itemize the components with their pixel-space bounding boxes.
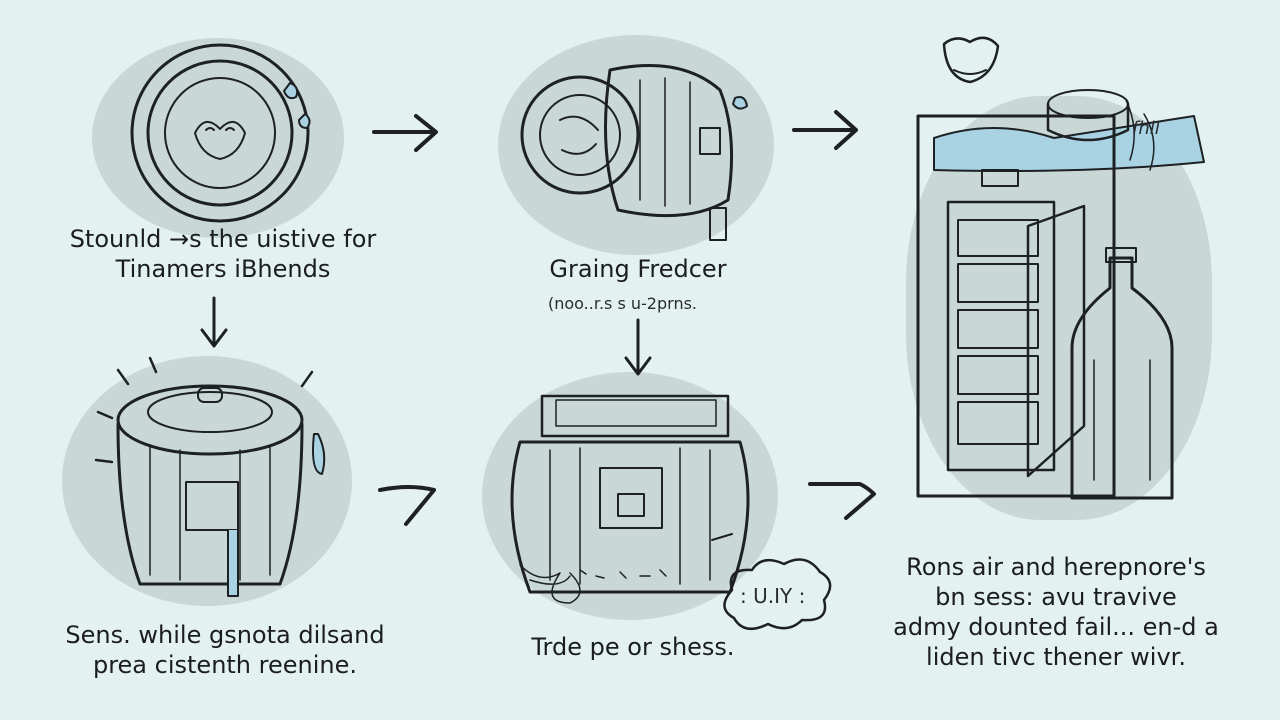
dryer-drum-illustration <box>520 64 748 241</box>
caption-line: Sens. while gsnota dilsand <box>65 621 385 649</box>
arrow-right-icon <box>792 110 858 150</box>
arrow-down-icon <box>624 318 652 376</box>
label-bubble <box>723 558 832 631</box>
caption-line: admy dounted fail... en-d a <box>893 613 1219 641</box>
step-drum-caption: Stounld →s the uistive for Tinamers iBhe… <box>38 224 408 284</box>
freezer-illustration <box>916 36 1205 500</box>
caption-line: Stounld →s the uistive for <box>69 225 377 253</box>
caption-line: bn sess: avu travive <box>935 583 1177 611</box>
bubble-label: : U.IY : <box>740 584 806 608</box>
caption-line: Rons air and herepnore's <box>906 553 1206 581</box>
caption-line: Tinamers iBhends <box>115 255 331 283</box>
step-tank-caption: Sens. while gsnota dilsand prea cistenth… <box>40 620 410 680</box>
caption-line: prea cistenth reenine. <box>92 651 358 679</box>
arrow-right-icon <box>378 485 436 526</box>
arrow-right-icon <box>372 114 438 152</box>
step-dryer-note: (noo..r.s s u-2prns. <box>548 294 697 313</box>
step-heater-caption: Trde pe or shess. <box>488 632 778 662</box>
step-dryer-caption: Graing Fredcer <box>488 254 788 284</box>
step-freezer-caption: Rons air and herepnore's bn sess: avu tr… <box>876 552 1236 672</box>
caption-line: Graing Fredcer <box>549 255 727 283</box>
shelf-label: fhll <box>1132 118 1160 139</box>
arrow-right-icon <box>808 482 876 520</box>
washing-drum-illustration <box>130 43 311 223</box>
caption-line: Trde pe or shess. <box>531 633 735 661</box>
caption-line: liden tivc thener wivr. <box>926 643 1186 671</box>
arrow-down-icon <box>200 296 228 348</box>
water-tank-illustration <box>94 356 326 597</box>
